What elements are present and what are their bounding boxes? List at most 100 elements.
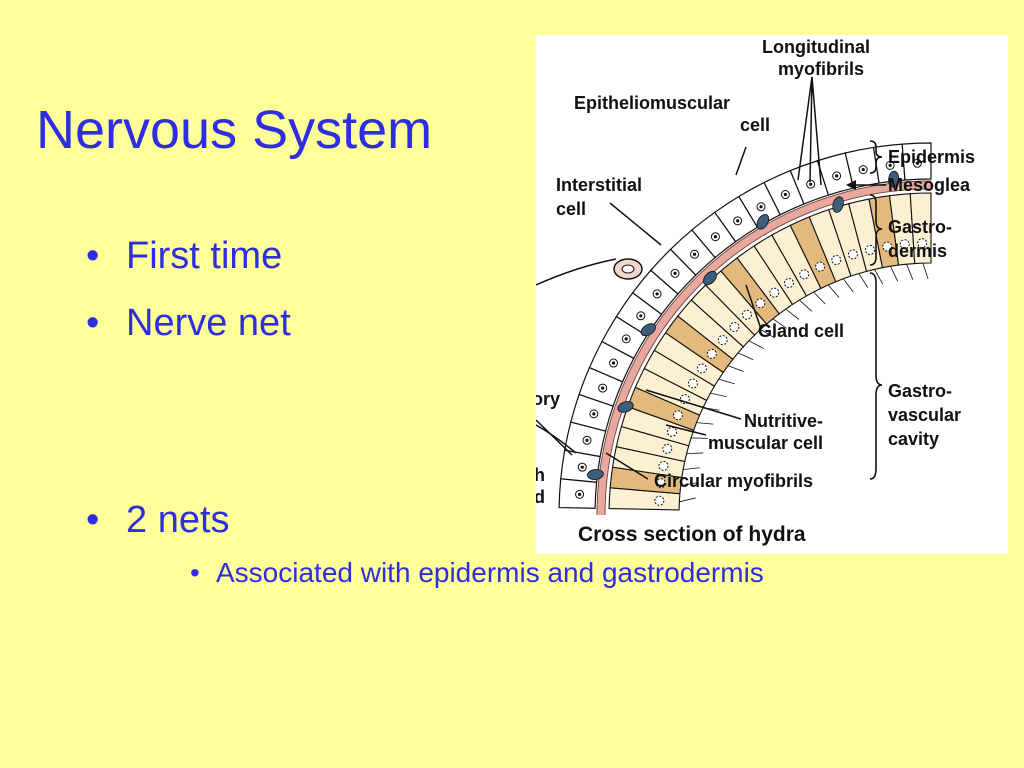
food-vacuole (687, 378, 698, 389)
nerve-cell (756, 214, 770, 230)
food-vacuole (655, 478, 666, 489)
flagellum (679, 497, 696, 503)
food-vacuole (831, 254, 842, 265)
cell-nucleolus (580, 465, 584, 469)
food-vacuole (729, 322, 740, 333)
label-cut-ory: ory (536, 389, 560, 409)
label-interstitial-1: Interstitial (556, 175, 642, 195)
flagellum (799, 299, 813, 312)
label-cut-h: h (536, 465, 545, 485)
label-gland-cell: Gland cell (758, 321, 844, 341)
flagellum (727, 365, 744, 372)
food-vacuole (658, 460, 669, 471)
slide-title: Nervous System (36, 100, 433, 160)
cut-off-line (536, 258, 617, 286)
cell-nucleolus (639, 314, 643, 318)
label-circular-myofibrils: Circular myofibrils (654, 471, 813, 491)
food-vacuole (784, 278, 795, 289)
nutritive-muscular-cell (909, 192, 932, 265)
sub-bullet-associated: • Associated with epidermis and gastroder… (190, 556, 764, 590)
food-vacuole (848, 249, 859, 260)
food-vacuole (799, 269, 810, 280)
sub-bullet-glyph: • (190, 557, 200, 588)
label-nutritive-2: muscular cell (708, 433, 823, 453)
cell-nucleolus (611, 361, 616, 365)
nerve-cell (587, 469, 604, 480)
flagellum (686, 452, 704, 454)
flagellum (710, 392, 727, 398)
flagellum (680, 482, 698, 486)
flagellum (922, 263, 929, 280)
food-vacuole (741, 309, 752, 320)
nerve-cell (888, 170, 900, 188)
food-vacuole (755, 298, 766, 309)
cell-nucleolus (861, 167, 865, 172)
label-epitheliomuscular-2: cell (740, 115, 770, 135)
flagellum (748, 340, 764, 349)
cell-nucleolus (736, 219, 740, 223)
bullet-text: Nerve net (126, 302, 291, 344)
food-vacuole (769, 287, 780, 298)
diagram-caption: Cross section of hydra (578, 523, 806, 546)
food-vacuole (899, 239, 910, 250)
cell-nucleolus (624, 337, 628, 341)
sub-bullet-text: Associated with epidermis and gastroderm… (216, 557, 764, 588)
cell-nucleolus (835, 174, 839, 178)
food-vacuole (667, 426, 678, 437)
cut-off-line (536, 424, 577, 454)
food-vacuole (672, 410, 683, 421)
label-gastrodermis-1: Gastro- (888, 217, 952, 237)
cell-nucleolus (673, 271, 677, 275)
flagellum (785, 308, 800, 320)
food-vacuole (696, 363, 707, 374)
nerve-cell (702, 270, 717, 286)
mesoglea-arrow (846, 180, 886, 190)
layer-brackets (869, 140, 883, 480)
bullet-text: 2 nets (126, 499, 230, 541)
bullet-text: First time (126, 235, 283, 277)
diagram-svg: Longitudinal myofibrils Epitheliomuscula… (536, 37, 975, 546)
label-mesoglea: Mesoglea (888, 175, 971, 195)
food-vacuole (717, 335, 728, 346)
bullet-glyph: • (86, 235, 100, 277)
cell-nucleolus (713, 235, 718, 239)
cell-nucleolus (759, 205, 763, 209)
flagellum (874, 269, 884, 285)
leader-lines (536, 76, 822, 480)
label-longitudinal-1: Longitudinal (762, 37, 870, 57)
nerve-cell (832, 196, 844, 213)
bullet-first-time: • First time (86, 234, 282, 280)
flagellum (827, 284, 840, 298)
label-longitudinal-2: myofibrils (778, 59, 864, 79)
cell-nucleolus (809, 182, 813, 186)
flagellum (813, 291, 826, 305)
flagellum (842, 278, 854, 293)
cnidocyte-cell (613, 258, 643, 280)
cell-nucleolus (592, 412, 596, 416)
flagellum (696, 422, 714, 425)
nerve-net-cells (587, 170, 900, 480)
cell-nucleolus (578, 492, 582, 496)
flagellum (737, 352, 754, 361)
flagellum (858, 273, 869, 288)
cell-nucleolus (585, 438, 589, 442)
food-vacuole (815, 261, 826, 272)
label-gastrovascular-1: Gastro- (888, 381, 952, 401)
cell-nucleolus (601, 386, 605, 390)
food-vacuole (917, 238, 928, 249)
label-cut-d: d (536, 487, 545, 507)
bullet-2-nets: •2 nets (86, 498, 230, 544)
food-vacuole (882, 241, 893, 252)
cell-nucleolus (692, 252, 697, 256)
food-vacuole (654, 495, 665, 506)
label-nutritive-1: Nutritive- (744, 411, 823, 431)
nerve-cell (640, 323, 656, 337)
mesoglea-band (596, 180, 932, 516)
flagellum (906, 264, 914, 280)
flagellum (760, 329, 776, 339)
flagellum (772, 318, 787, 329)
label-gastrodermis-2: dermis (888, 241, 947, 261)
label-epidermis: Epidermis (888, 147, 975, 167)
cell-nucleolus (915, 161, 919, 165)
bullet-glyph: • (86, 302, 100, 344)
